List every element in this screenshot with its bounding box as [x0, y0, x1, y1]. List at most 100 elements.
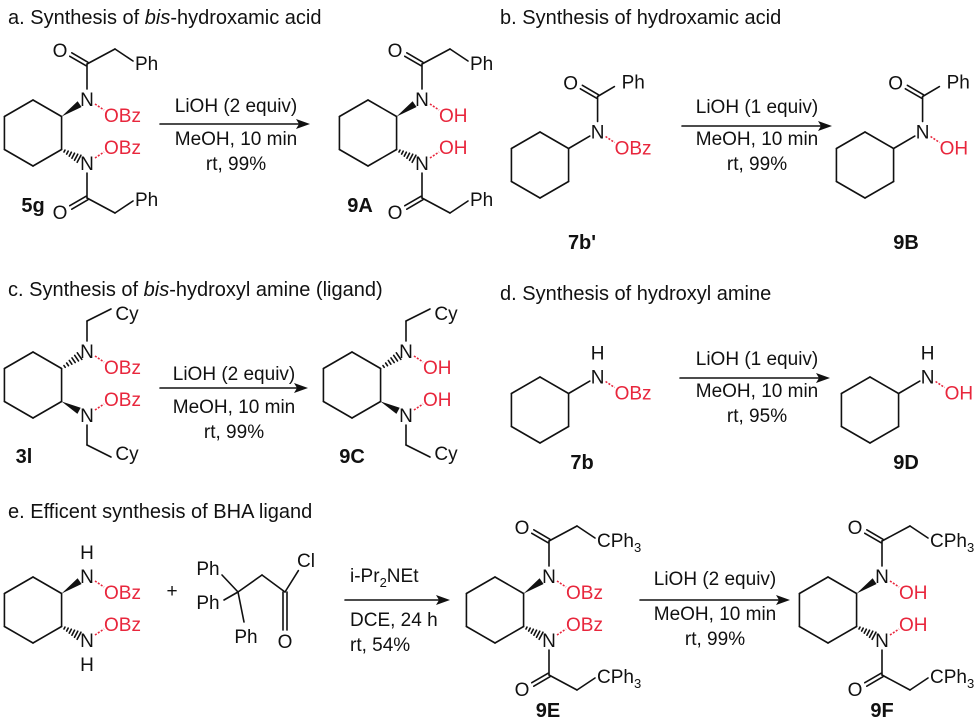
hash-bond — [63, 626, 66, 630]
subscript-3: 3 — [634, 676, 641, 691]
compound-label-9D: 9D — [893, 452, 919, 474]
double-bond — [68, 195, 87, 207]
phenyl-label: Ph — [135, 190, 158, 211]
bond — [32, 148, 63, 167]
condition-line: LiOH (2 equiv) — [175, 96, 298, 117]
bond — [494, 625, 525, 644]
hydroxyl-label: OH — [439, 138, 468, 159]
bond — [367, 148, 398, 167]
condition-line: MeOH, 10 min — [173, 397, 295, 418]
bond — [3, 351, 34, 370]
hash-bond — [871, 631, 877, 641]
hydroxyl-label: OH — [423, 390, 452, 411]
hash-bond — [63, 364, 66, 369]
bond — [223, 591, 239, 601]
title-text: -hydroxyl amine (ligand) — [169, 279, 382, 301]
condition-line: LiOH (1 equiv) — [696, 349, 819, 370]
hash-bond — [68, 628, 73, 634]
phenyl-label: Ph — [622, 73, 645, 94]
compound-label-7b: 7b — [570, 452, 593, 474]
bond — [921, 85, 941, 98]
double-bond — [530, 672, 549, 684]
hash-bond — [76, 154, 82, 164]
double-bond — [405, 198, 424, 210]
hash-bond — [527, 627, 531, 632]
compound-label-9B: 9B — [893, 232, 919, 254]
subscript-3: 3 — [634, 540, 641, 555]
hydrogen-label: H — [80, 655, 94, 676]
panel-b-title: b. Synthesis of hydroxamic acid — [500, 7, 781, 29]
wedge-bond — [61, 578, 82, 594]
wedge-bond — [396, 101, 417, 117]
bond — [3, 576, 34, 595]
condition-line: rt, 99% — [685, 629, 745, 650]
condition-line: LiOH (2 equiv) — [654, 569, 777, 590]
hash-bond — [73, 153, 79, 162]
bond — [869, 425, 900, 444]
bond — [32, 625, 63, 644]
arrowhead — [436, 595, 450, 605]
bond — [405, 444, 431, 458]
bond — [510, 425, 541, 444]
double-bond — [68, 55, 87, 67]
double-bond — [581, 84, 600, 96]
compound-label-9F: 9F — [870, 700, 893, 722]
step1-base: i-Pr2NEt — [350, 566, 419, 590]
double-bond — [532, 529, 551, 541]
benzoyloxy-label: OBz — [104, 390, 141, 411]
n-o-bond — [413, 355, 424, 363]
cyclohexyl-label: Cy — [434, 444, 458, 465]
bond — [465, 576, 496, 595]
base-text: NEt — [387, 566, 419, 587]
triphenylmethyl-label: CPh3 — [930, 667, 974, 691]
phenyl-label: Ph — [470, 54, 493, 75]
nitrogen-label: N — [875, 631, 889, 652]
n-o-bond — [556, 628, 567, 636]
compound-label-9E: 9E — [536, 700, 560, 722]
hash-bond — [384, 362, 389, 367]
title-text: c. Synthesis of — [8, 279, 144, 301]
nitrogen-label: N — [80, 406, 94, 427]
hydroxyl-label: OH — [899, 615, 928, 636]
bond — [86, 308, 112, 322]
oxygen-label: O — [388, 41, 403, 62]
bond — [539, 131, 570, 150]
cph-text: CPh — [930, 667, 967, 688]
triphenylmethyl-label: CPh3 — [597, 667, 641, 691]
bond — [338, 99, 369, 118]
double-bond — [863, 672, 882, 684]
wedge-bond — [380, 401, 400, 414]
n-o-bond — [935, 380, 946, 389]
double-bond — [906, 84, 925, 96]
hash-bond — [68, 151, 73, 157]
bond — [32, 400, 63, 419]
bond — [596, 85, 616, 98]
bond — [86, 197, 116, 214]
hash-bond — [65, 150, 69, 155]
hydroxyl-label: OH — [423, 358, 452, 379]
title-text: a. Synthesis of — [8, 7, 145, 29]
double-bond — [865, 529, 884, 541]
benzoyloxy-label: OBz — [566, 583, 603, 604]
n-o-bond — [94, 580, 105, 588]
panel-d-title: d. Synthesis of hydroxyl amine — [500, 283, 771, 305]
hash-bond — [76, 352, 83, 361]
nitrogen-label: N — [542, 631, 556, 652]
hash-bond — [73, 630, 79, 639]
plus-sign: + — [166, 581, 177, 602]
bond — [835, 131, 866, 150]
base-text: i-Pr — [350, 566, 380, 587]
phenyl-label: Ph — [947, 73, 970, 94]
hash-bond — [868, 630, 874, 639]
nitrogen-label: N — [415, 90, 429, 111]
bond — [494, 576, 525, 595]
n-o-bond — [94, 403, 105, 411]
bond — [510, 180, 541, 199]
hash-bond — [395, 352, 402, 361]
panel-c-title: c. Synthesis of bis-hydroxyl amine (liga… — [8, 279, 383, 301]
panel-e-title: e. Efficent synthesis of BHA ligand — [8, 501, 312, 523]
compound-label-9A: 9A — [347, 195, 373, 217]
phenyl-label: Ph — [470, 190, 493, 211]
nitrogen-label: N — [80, 90, 94, 111]
bond — [864, 131, 895, 150]
